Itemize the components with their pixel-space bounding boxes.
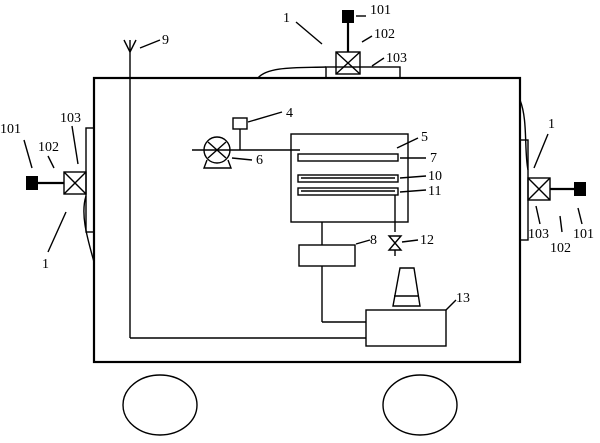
right-wheel — [382, 374, 458, 436]
antenna — [123, 39, 366, 339]
label-103-top: 103 — [386, 51, 407, 66]
label-8: 8 — [370, 233, 377, 248]
right-mount — [519, 99, 586, 241]
label-1-right: 1 — [548, 117, 555, 132]
label-5: 5 — [421, 130, 428, 145]
pump — [192, 117, 300, 169]
label-13: 13 — [456, 291, 470, 306]
left-mount — [26, 127, 95, 263]
label-10: 10 — [428, 169, 442, 184]
label-103-left: 103 — [60, 111, 81, 126]
top-cap — [342, 10, 354, 23]
valve — [387, 195, 403, 256]
label-1-top: 1 — [283, 11, 290, 26]
label-9: 9 — [162, 33, 169, 48]
chamber — [290, 133, 409, 223]
label-102-top: 102 — [374, 27, 395, 42]
controller-box — [298, 244, 356, 267]
sensor — [232, 117, 248, 130]
label-11: 11 — [428, 184, 441, 199]
label-12: 12 — [420, 233, 434, 248]
cabinet-body — [92, 76, 522, 364]
label-101-top: 101 — [370, 3, 391, 18]
label-101-left: 101 — [0, 122, 21, 137]
label-7: 7 — [430, 151, 437, 166]
right-cap — [574, 182, 586, 196]
label-101-right: 101 — [573, 227, 594, 242]
label-102-left: 102 — [38, 140, 59, 155]
top-mount — [257, 10, 401, 79]
label-102-right: 102 — [550, 241, 571, 256]
leader-lines — [23, 15, 583, 311]
left-cap — [26, 176, 38, 190]
label-103-right: 103 — [528, 227, 549, 242]
collector-unit — [365, 267, 447, 347]
left-wheel — [122, 374, 198, 436]
label-4: 4 — [286, 106, 293, 121]
label-1-left: 1 — [42, 257, 49, 272]
label-6: 6 — [256, 153, 263, 168]
